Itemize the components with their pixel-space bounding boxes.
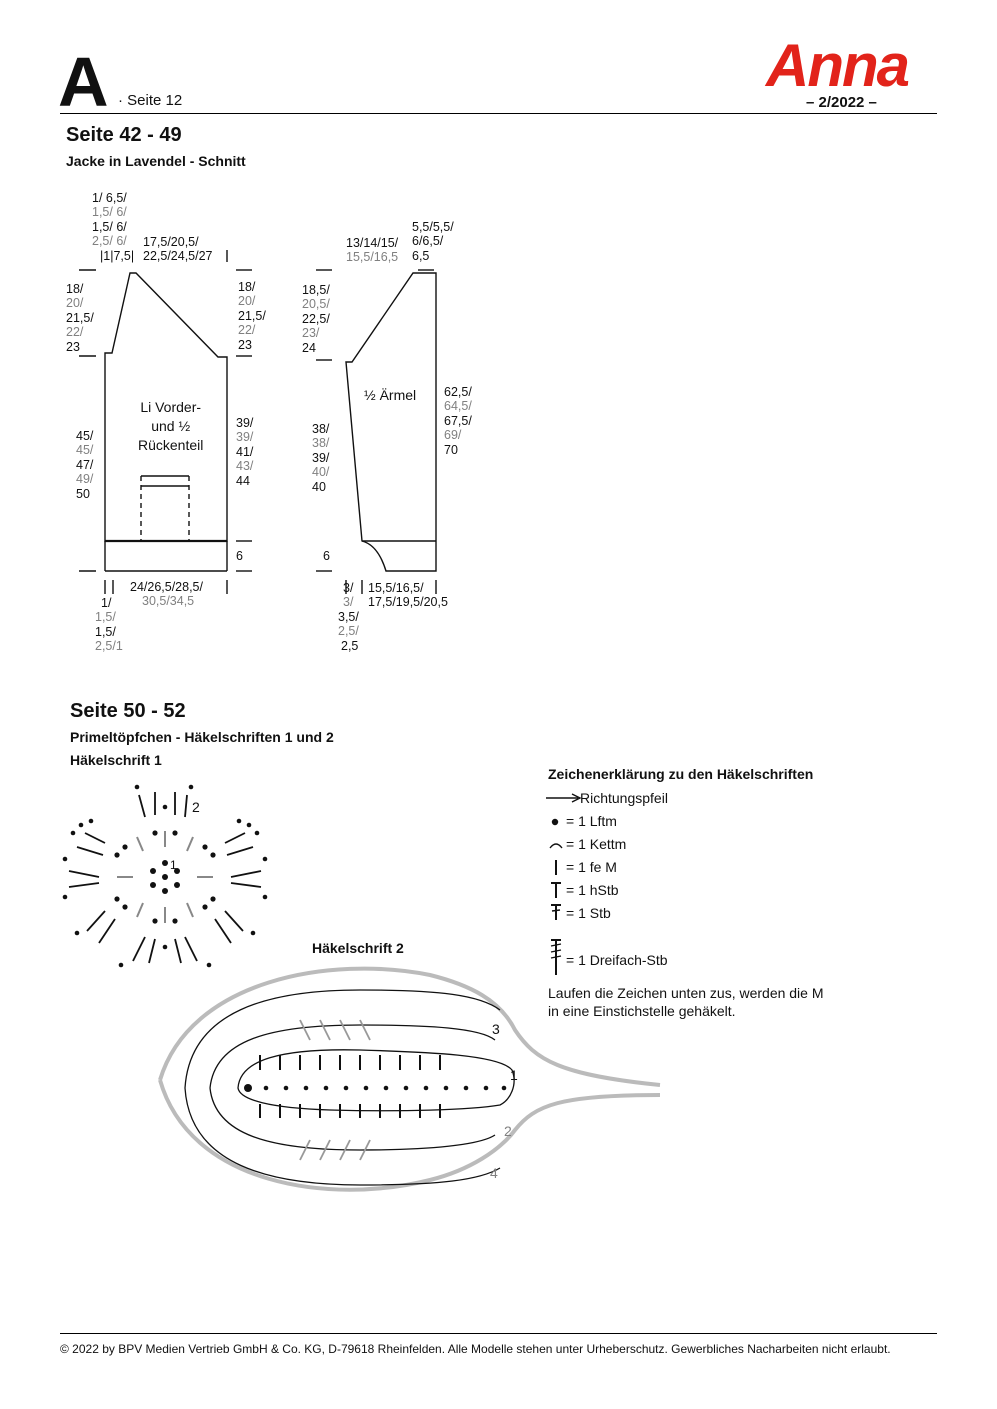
section2-title: Seite 50 - 52 bbox=[70, 700, 186, 722]
legend-title: Zeichenerklärung zu den Häkelschriften bbox=[548, 766, 814, 782]
chart2-title: Häkelschrift 2 bbox=[312, 940, 404, 956]
logo-letter: A bbox=[58, 43, 109, 121]
dim-hem: 6 bbox=[236, 549, 243, 563]
legend-item-slip: = 1 Kettm bbox=[566, 836, 627, 852]
chart2-row-label: 3 bbox=[492, 1021, 500, 1037]
dim-left-upper: 18/ 20/ 21,5/ 22/ 23 bbox=[66, 282, 94, 354]
legend-note-line2: in eine Einstichstelle gehäkelt. bbox=[548, 1003, 736, 1019]
dim-sleeve-bottom: 15,5/16,5/ 17,5/19,5/20,5 bbox=[368, 581, 448, 610]
section1-subtitle: Jacke in Lavendel - Schnitt bbox=[66, 153, 246, 169]
dim-sleeve-hem: 6 bbox=[323, 549, 330, 563]
dim-sleeve-right: 62,5/ 64,5/ 67,5/ 69/ 70 bbox=[444, 385, 472, 457]
dim-top-small-b: |1|7,5| bbox=[100, 249, 135, 263]
dim-top-width: 17,5/20,5/ 22,5/24,5/27 bbox=[143, 235, 213, 264]
chart2-row-label: 1 bbox=[510, 1067, 518, 1083]
legend-note-line1: Laufen die Zeichen unten zus, werden die… bbox=[548, 985, 824, 1001]
legend-item-arrow: Richtungspfeil bbox=[580, 790, 668, 806]
dim-sleeve-top-small: 5,5/5,5/ 6/6,5/ 6,5 bbox=[412, 220, 454, 263]
footer-copyright: © 2022 by BPV Medien Vertrieb GmbH & Co.… bbox=[60, 1342, 891, 1356]
dim-bottom-small: 1/ 1,5/ 1,5/ 2,5/1 bbox=[95, 596, 123, 654]
chart2-row-label: 4 bbox=[490, 1165, 498, 1181]
legend-item-sc: = 1 fe M bbox=[566, 859, 617, 875]
dim-sleeve-top: 13/14/15/ 15,5/16,5 bbox=[346, 236, 399, 265]
dim-sleeve-left-upper: 18,5/ 20,5/ 22,5/ 23/ 24 bbox=[302, 283, 330, 355]
chart2-row-label: 2 bbox=[504, 1123, 512, 1139]
front-piece-label: Li Vorder- und ½ Rückenteil bbox=[138, 399, 204, 453]
issue-number: – 2/2022 – bbox=[806, 94, 877, 111]
brand-logo: Anna bbox=[766, 32, 910, 99]
dim-sleeve-left-lower: 38/ 38/ 39/ 40/ 40 bbox=[312, 422, 330, 494]
dim-left-lower: 45/ 45/ 47/ 49/ 50 bbox=[76, 429, 94, 501]
crochet-chart-2 bbox=[158, 966, 661, 1192]
sleeve-label: ½ Ärmel bbox=[364, 387, 417, 403]
header-rule bbox=[60, 113, 937, 114]
dim-bottom-width: 24/26,5/28,5/ 30,5/34,5 bbox=[130, 580, 203, 609]
footer-rule bbox=[60, 1333, 937, 1334]
chart1-round-label: 2 bbox=[192, 799, 200, 815]
dim-right-lower: 39/ 39/ 41/ 43/ 44 bbox=[236, 416, 254, 488]
page-reference: · Seite 12 bbox=[118, 92, 183, 109]
dim-top-small: 1/ 6,5/ 1,5/ 6/ 1,5/ 6/ 2,5/ 6/ bbox=[92, 191, 127, 249]
legend-item-triple: = 1 Dreifach-Stb bbox=[566, 952, 668, 968]
legend-item-hdc: = 1 hStb bbox=[566, 882, 619, 898]
legend-item-chain: = 1 Lftm bbox=[566, 813, 617, 829]
crochet-chart-1 bbox=[62, 784, 268, 968]
chart1-title: Häkelschrift 1 bbox=[70, 752, 162, 768]
legend-item-dc: = 1 Stb bbox=[566, 905, 611, 921]
dim-right-upper: 18/ 20/ 21,5/ 22/ 23 bbox=[238, 280, 266, 352]
section1-title: Seite 42 - 49 bbox=[66, 124, 182, 146]
chart1-round-label: 1 bbox=[170, 858, 177, 872]
section2-subtitle: Primeltöpfchen - Häkelschriften 1 und 2 bbox=[70, 729, 334, 745]
dim-sleeve-bottom-small: 3/ 3/ 3,5/ 2,5/ 2,5 bbox=[338, 581, 359, 653]
